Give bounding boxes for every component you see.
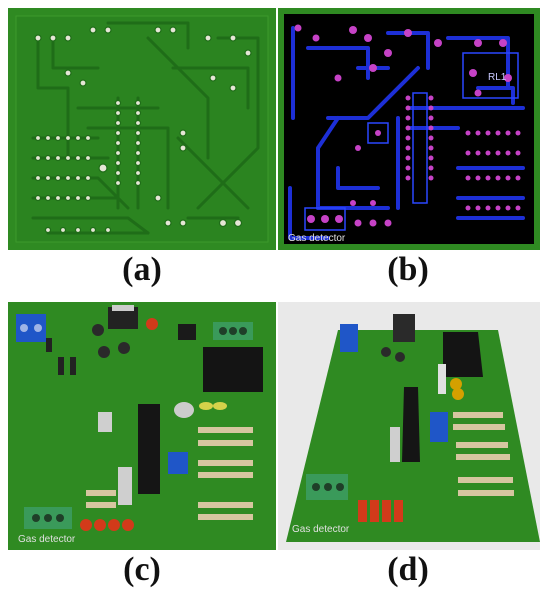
caption-c: (c) [123,551,161,588]
board-label-b: Gas detector [288,233,346,244]
pcb-3d-top-image: Gas detector [8,302,276,550]
caption-d: (d) [387,551,429,588]
pcb-copper-image [8,8,276,250]
panel-d-pcb-3d-perspective-view: Gas detector [278,302,540,550]
caption-a: (a) [122,251,162,288]
pcb-3d-perspective-image: Gas detector [278,302,540,550]
board-label-c: Gas detector [18,534,76,545]
panel-a-pcb-copper-layout [8,8,276,250]
relay-label: RL1 [488,72,507,83]
caption-b: (b) [387,251,429,288]
board-label-d: Gas detector [292,524,350,535]
pcb-trace-image: RL1 Gas detector [278,8,540,250]
panel-b-pcb-trace-layout: RL1 Gas detector [278,8,540,250]
panel-c-pcb-3d-top-view: Gas detector [8,302,276,550]
